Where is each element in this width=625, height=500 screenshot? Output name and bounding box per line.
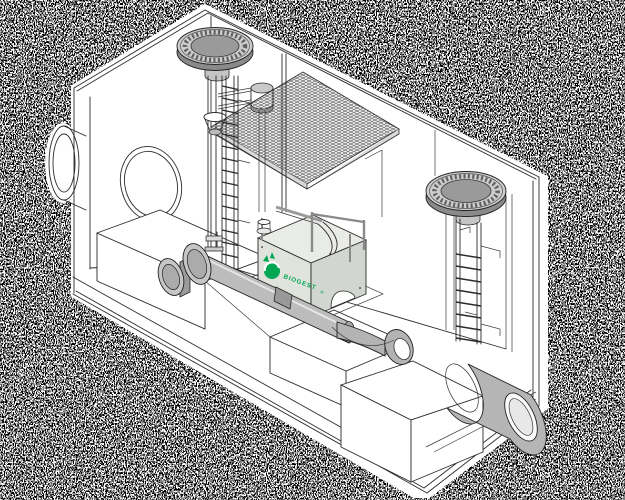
vent-cylinder-cap [250, 82, 274, 94]
outlet-flange-bore [393, 338, 411, 360]
unit-top-fitting-cap [257, 219, 271, 225]
riser-pipe-right [445, 214, 455, 330]
manhole-left-stud-ring [182, 29, 248, 63]
vent-cylinder-sides [250, 87, 274, 107]
manhole-right-stud-ring [432, 173, 500, 209]
manhole-right-ring [429, 173, 503, 209]
valve-yoke [205, 235, 223, 242]
logo-leaves [263, 252, 275, 262]
registered-mark: ® [320, 289, 325, 295]
logo-swirl-swoosh [263, 261, 281, 272]
manhole-left-cover [190, 34, 240, 58]
logo-swirl [264, 263, 280, 279]
funnel-collar [208, 128, 222, 136]
manhole-right [425, 171, 507, 330]
unit-top-fitting-flange [256, 227, 272, 235]
unit-bent-pipe [317, 221, 338, 255]
inlet-flange-exterior [48, 125, 87, 211]
service-pipe-vertical [281, 53, 287, 213]
exterior-flange-pipe-lines [63, 125, 87, 211]
ladder-left-brackets [237, 99, 251, 280]
ladder-right-brackets [459, 226, 501, 336]
valve-bonnet [204, 246, 224, 252]
roof-edge-left [73, 9, 209, 92]
vent-drop-pipe [258, 110, 266, 212]
grating-mesh [211, 72, 399, 184]
flange-disc-1-inner [162, 264, 180, 290]
unit-arch-cutout [330, 290, 356, 309]
manhole-right-cover [440, 179, 492, 203]
riser-pipe-left [207, 75, 217, 251]
unit-gantry-frame [310, 212, 366, 252]
exterior-flange-inner [52, 133, 76, 193]
ladder-right-rungs [455, 253, 482, 343]
roof-edge-right [204, 9, 540, 180]
manhole-left [176, 27, 254, 82]
access-ladder-right [455, 218, 501, 345]
maintenance-grating [210, 71, 400, 190]
right-wall-outer-edge [532, 176, 540, 411]
manhole-left-ring [180, 29, 250, 63]
support-struts [217, 87, 252, 110]
channel-edge [204, 280, 271, 338]
pipe-coupling-band [273, 286, 293, 310]
outlet-chute [336, 321, 386, 357]
funnel-rim [203, 112, 227, 122]
grating-support-frame [215, 133, 395, 190]
unit-lifting-strut [275, 205, 323, 223]
ladder-left-rails [221, 75, 239, 283]
right-wall-inner-corner [505, 194, 513, 352]
vent-cylinder-band [250, 103, 274, 114]
outlet-pipe-ring [445, 363, 479, 413]
left-riser-assembly [203, 75, 274, 251]
flange-disc-2-inner [186, 249, 208, 279]
treatment-unit: BIOGEST ® [256, 205, 368, 318]
inlet-pipework [157, 231, 414, 365]
ladder-right-rails [455, 218, 482, 345]
outlet-pipe [445, 363, 547, 456]
outlet-pipe-bore [508, 398, 534, 436]
roof-cut-edges [364, 130, 436, 217]
flex-hose [331, 326, 395, 346]
